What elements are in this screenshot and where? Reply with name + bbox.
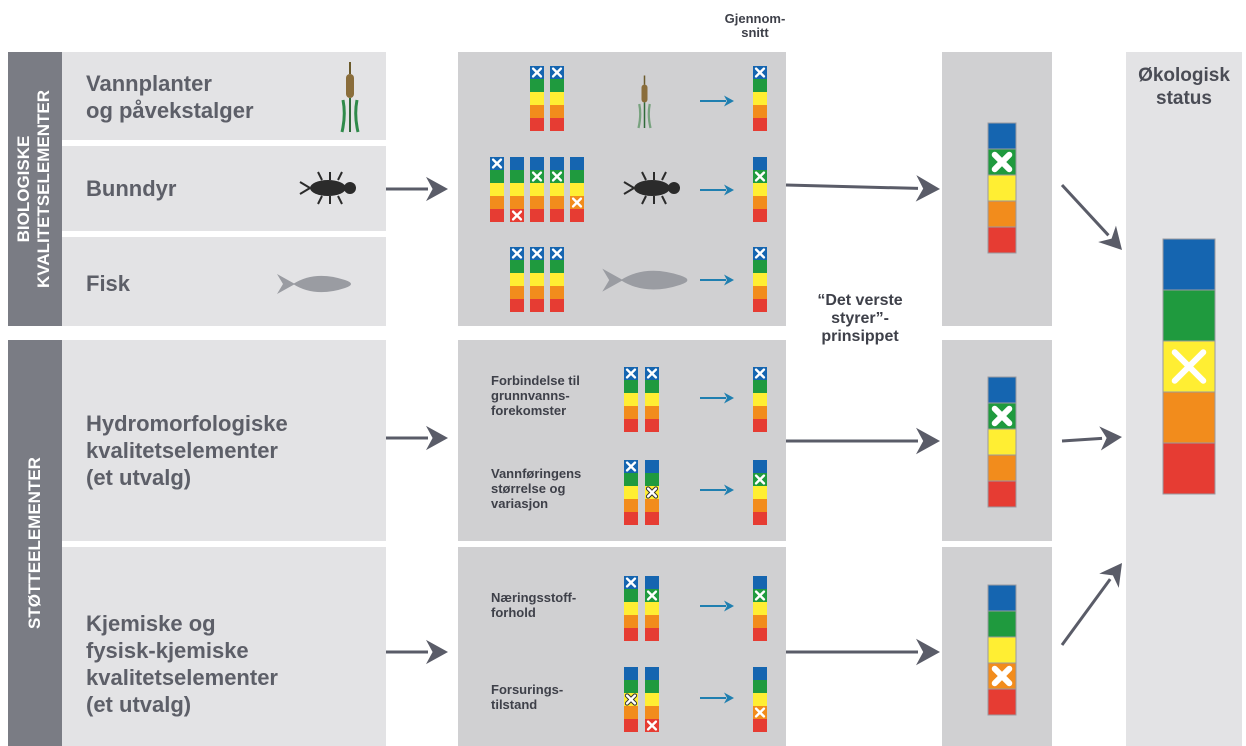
x-mark-icon: [551, 171, 563, 182]
x-mark-icon: [625, 694, 637, 705]
quality-bar-small: [645, 667, 659, 732]
x-mark-icon: [991, 665, 1013, 687]
x-mark-icon: [511, 248, 523, 259]
x-mark-icon: [646, 368, 658, 379]
arrow-icon: [1060, 563, 1122, 646]
x-mark-icon: [991, 151, 1013, 173]
arrow-icon: [1061, 426, 1122, 451]
arrow-icon: [700, 600, 734, 612]
arrow-icon: [1060, 183, 1122, 250]
label-fisk: Fisk: [86, 271, 131, 296]
x-mark-icon: [754, 171, 766, 182]
quality-bar-small: [510, 157, 524, 222]
arrow-icon: [386, 176, 448, 202]
quality-bar-small: [645, 367, 659, 432]
arrow-icon: [786, 638, 940, 666]
x-mark-icon: [1171, 349, 1207, 384]
x-mark-icon: [551, 248, 563, 259]
x-mark-icon: [991, 405, 1013, 427]
x-mark-icon: [646, 720, 658, 731]
x-mark-icon: [646, 487, 658, 498]
label-average: Gjennom-snitt: [724, 11, 786, 40]
quality-bar-small: [624, 460, 638, 525]
x-mark-icon: [531, 67, 543, 78]
quality-bar-small: [624, 667, 638, 732]
quality-bar-small: [624, 576, 638, 641]
x-mark-icon: [754, 368, 766, 379]
support-sidebar: [8, 340, 62, 746]
label-naering: Næringsstoff-forhold: [491, 590, 577, 620]
quality-bar-bio-result: [987, 122, 1017, 254]
x-mark-icon: [491, 158, 503, 169]
x-mark-icon: [625, 577, 637, 588]
x-mark-icon: [531, 171, 543, 182]
arrow-icon: [785, 175, 940, 202]
quality-bar-chem-result: [987, 584, 1017, 716]
arrow-icon: [386, 425, 448, 451]
x-mark-icon: [754, 590, 766, 601]
arrow-icon: [386, 639, 448, 665]
quality-bar-small: [530, 157, 544, 222]
arrow-icon: [700, 692, 734, 704]
quality-bar-small: [753, 576, 767, 641]
cattail-icon: [637, 75, 652, 129]
label-forsuring: Forsurings-tilstand: [491, 682, 564, 712]
arrow-icon: [786, 427, 940, 455]
quality-bar-ecological-status: [1162, 238, 1216, 495]
insect-larva-icon: [623, 171, 680, 205]
quality-bar-hydro-result: [987, 376, 1017, 508]
quality-bar-small: [645, 576, 659, 641]
x-mark-icon: [754, 707, 766, 718]
chem-assessment-panel: [458, 547, 786, 746]
quality-bar-small: [753, 667, 767, 732]
quality-bar-small: [753, 157, 767, 222]
bio-sidebar: [8, 52, 62, 326]
x-mark-icon: [754, 67, 766, 78]
x-mark-icon: [531, 248, 543, 259]
x-mark-icon: [551, 67, 563, 78]
quality-bar-small: [570, 157, 584, 222]
quality-bar-small: [624, 367, 638, 432]
arrow-icon: [700, 484, 734, 496]
arrow-icon: [700, 392, 734, 404]
insect-larva-icon: [299, 171, 356, 205]
quality-bar-small: [530, 66, 544, 131]
arrow-icon: [700, 184, 734, 196]
quality-bar-small: [753, 460, 767, 525]
quality-bar-small: [530, 247, 544, 312]
x-mark-icon: [625, 368, 637, 379]
cattail-icon: [340, 62, 360, 133]
label-bunndyr: Bunndyr: [86, 176, 177, 201]
hydro-assessment-panel: [458, 340, 786, 541]
arrow-icon: [700, 95, 734, 107]
quality-bar-small: [510, 247, 524, 312]
quality-bar-small: [645, 460, 659, 525]
x-mark-icon: [754, 474, 766, 485]
x-mark-icon: [511, 210, 523, 221]
x-mark-icon: [646, 590, 658, 601]
x-mark-icon: [571, 197, 583, 208]
quality-bar-small: [550, 247, 564, 312]
fish-icon: [602, 268, 688, 292]
quality-bar-small: [753, 367, 767, 432]
fish-icon: [277, 274, 351, 294]
quality-bar-small: [753, 247, 767, 312]
x-mark-icon: [625, 461, 637, 472]
quality-bar-small: [490, 157, 504, 222]
arrow-icon: [700, 274, 734, 286]
quality-bar-small: [753, 66, 767, 131]
quality-bar-small: [550, 66, 564, 131]
quality-bar-small: [550, 157, 564, 222]
x-mark-icon: [754, 248, 766, 259]
